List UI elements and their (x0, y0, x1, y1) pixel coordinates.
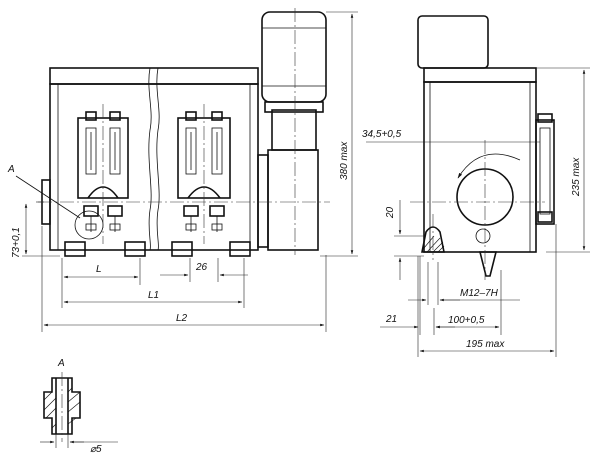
break-line-left (148, 67, 152, 251)
detail-a-outline (43, 377, 81, 435)
output-key (478, 251, 498, 277)
side-top-lid (423, 67, 537, 83)
side-view: 34,5+0,5 235 max 20 M12–7H 21 100+0,5 (362, 15, 590, 357)
small-hole (475, 228, 491, 244)
rotation-arrow (457, 153, 521, 179)
motor-top (261, 11, 327, 103)
dim-73-label: 73+0,1 (11, 227, 22, 258)
front-view: A 73+0,1 L 26 L1 L2 380 max (7, 8, 358, 332)
detail-a-circle (74, 210, 104, 240)
motor-lower-body (267, 149, 319, 251)
dim-diameter-label: ⌀5 (90, 444, 102, 455)
detail-a-leader (15, 175, 81, 219)
dim-21-label: 21 (385, 314, 397, 325)
dim-L1-label: L1 (148, 290, 159, 301)
terminal-slot (109, 127, 121, 175)
dim-thread-label: M12–7H (460, 288, 499, 299)
motor-flange (257, 154, 269, 248)
dim-380-label: 380 max (339, 141, 350, 180)
motor-neck (271, 109, 317, 151)
foot-2 (124, 241, 146, 257)
detail-a: A ⌀5 (40, 358, 118, 455)
dim-195-label: 195 max (466, 339, 505, 350)
dim-34-5-label: 34,5+0,5 (362, 129, 402, 140)
dim-26-label: 26 (195, 262, 208, 273)
dim-235-label: 235 max (571, 157, 582, 197)
dim-L-label: L (96, 264, 102, 275)
side-rail (535, 119, 555, 225)
foot-1 (64, 241, 86, 257)
foot-3 (171, 241, 193, 257)
dim-L2-label: L2 (176, 313, 188, 324)
front-top-lid (49, 67, 259, 85)
dim-100-label: 100+0,5 (448, 315, 485, 326)
dim-20-label: 20 (385, 206, 396, 219)
side-housing (423, 81, 537, 253)
detail-a-marker: A (7, 164, 15, 175)
motor-assembly (257, 8, 327, 255)
break-line-right (156, 67, 160, 251)
terminal-block-1 (74, 111, 129, 240)
terminal-slot (85, 127, 97, 175)
front-housing (49, 83, 259, 251)
side-motor-top (417, 15, 489, 69)
threaded-hole-section (421, 214, 445, 260)
foot-4 (229, 241, 251, 257)
detail-a-title: A (57, 358, 65, 369)
